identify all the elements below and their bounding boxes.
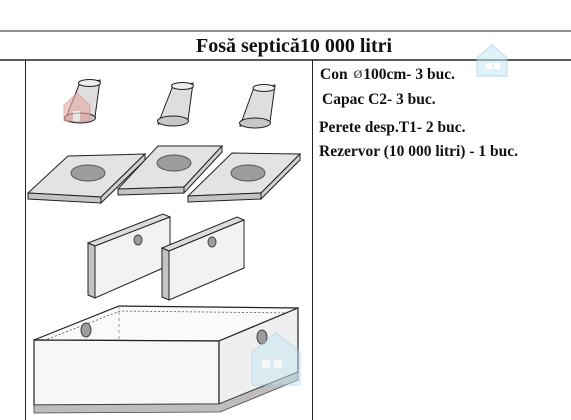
separating-wall-2 <box>160 216 246 301</box>
house-icon <box>63 92 91 122</box>
house-icon <box>251 332 301 386</box>
cover-2 <box>116 144 224 196</box>
reservoir-tank <box>33 305 299 414</box>
cone-2 <box>157 82 194 127</box>
part-cone-label: Con <box>320 66 348 83</box>
part-cone: Con Ø100cm- 3 buc. <box>320 66 455 84</box>
part-separating-wall: Perete desp.T1- 2 buc. <box>319 119 466 136</box>
part-cover: Capac C2- 3 buc. <box>322 91 436 108</box>
diameter-symbol: Ø <box>353 67 363 81</box>
page-title: Fosă septică10 000 litri <box>196 35 393 57</box>
cone-3 <box>239 84 276 129</box>
house-icon <box>476 44 508 77</box>
cover-1 <box>26 152 147 205</box>
separating-wall-1 <box>86 213 172 299</box>
tank-base-slab <box>33 371 299 414</box>
part-reservoir: Rezervor (10 000 litri) - 1 buc. <box>319 143 519 160</box>
cover-3 <box>186 152 302 203</box>
part-cone-spec: 100cm- 3 buc. <box>363 66 455 83</box>
